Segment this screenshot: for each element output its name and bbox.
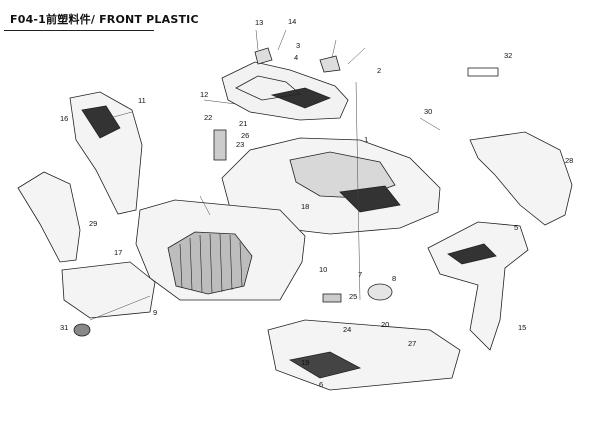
callout-27: 27 (408, 339, 416, 348)
callout-7: 7 (358, 270, 362, 279)
title-underline: F04-1前塑料件/ FRONT PLASTIC (4, 8, 199, 31)
callout-31: 31 (60, 323, 68, 332)
callout-4: 4 (294, 53, 298, 62)
skid-plate (267, 319, 461, 391)
callout-1: 1 (364, 135, 368, 144)
clip-13 (254, 47, 273, 65)
callout-3: 3 (296, 41, 300, 50)
callout-32: 32 (504, 51, 512, 60)
bracket-22 (213, 129, 227, 161)
callout-2: 2 (377, 66, 381, 75)
callout-18: 18 (301, 202, 309, 211)
callout-12: 12 (200, 90, 208, 99)
callout-20: 20 (381, 320, 389, 329)
body-recess-2 (339, 185, 401, 213)
skid-step (61, 261, 156, 319)
hood-inner (235, 75, 301, 101)
callout-5: 5 (514, 223, 518, 232)
page-title: F04-1前塑料件/ FRONT PLASTIC (10, 13, 199, 26)
callout-17: 17 (114, 248, 122, 257)
grille (167, 231, 253, 295)
callout-13: 13 (255, 18, 263, 27)
bracket-24 (322, 293, 342, 303)
callout-11: 11 (138, 96, 146, 105)
bracket-32 (467, 67, 499, 77)
callout-23: 23 (236, 140, 244, 149)
callout-16: 16 (60, 114, 68, 123)
cap-part-31 (73, 323, 91, 337)
left-fender-inner (81, 105, 121, 139)
callout-24: 24 (343, 325, 351, 334)
callout-26: 26 (241, 131, 249, 140)
right-fender (469, 131, 573, 226)
callout-8: 8 (392, 274, 396, 283)
callout-28: 28 (565, 156, 573, 165)
left-fender (69, 91, 143, 215)
cap-part-8 (367, 283, 393, 301)
right-lower-fender-slot (447, 243, 497, 265)
left-side-panel (17, 171, 81, 263)
callout-6: 6 (319, 380, 323, 389)
callout-19: 19 (301, 358, 309, 367)
callout-10: 10 (319, 265, 327, 274)
clip-1 (319, 55, 341, 73)
callout-22: 22 (204, 113, 212, 122)
hood-panel (221, 61, 349, 121)
callout-14: 14 (288, 17, 296, 26)
callout-30: 30 (424, 107, 432, 116)
callout-25: 25 (349, 292, 357, 301)
hood-vent (270, 87, 332, 109)
skid-plate-ribs (288, 351, 362, 379)
callout-21: 21 (239, 119, 247, 128)
callout-9: 9 (153, 308, 157, 317)
callout-15: 15 (518, 323, 526, 332)
callout-29: 29 (89, 219, 97, 228)
right-lower-fender (427, 221, 529, 351)
